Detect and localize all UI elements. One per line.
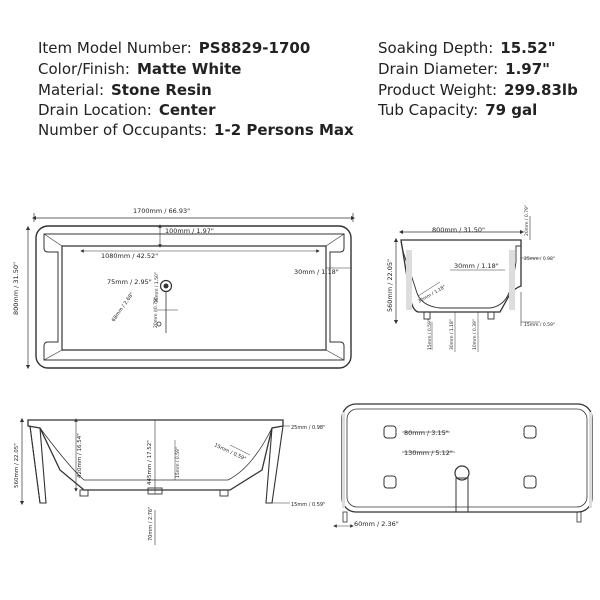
dim-drain-inner: 68mm / 2.68" [111,292,136,324]
top-view [25,213,356,370]
dim-drain-dia: 75mm / 2.95" [107,278,152,286]
dim-overflow-offset: 30mm / 1.18" [294,268,339,276]
end-view-labels: 800mm / 31.50" 20mm / 0.79" 560mm / 22.0… [386,205,555,350]
bottom-drain-pipe [455,477,469,513]
spec-weight: Product Weight:299.83lb [378,81,578,99]
bottom-outer-outline [341,403,593,513]
spec-occupants: Number of Occupants:1-2 Persons Max [38,121,354,139]
dim-end-base: 15mm / 0.59" [524,322,555,328]
dim-end-width: 800mm / 31.50" [432,226,485,234]
dim-overall-width: 800mm / 31.50" [12,262,20,315]
spec-color: Color/Finish:Matte White [38,60,242,78]
dim-end-wall-offset: 30mm / 1.18" [454,262,499,270]
bottom-foot-br [523,475,537,489]
dim-end-height: 560mm / 22.05" [386,259,394,312]
side-foot-right [219,489,229,497]
spec-capacity: Tub Capacity:79 gal [378,101,538,119]
dim-side-leg: 70mm / 2.76" [148,507,154,541]
bottom-view-labels: 80mm / 3.15" 130mm / 5.12" 60mm / 2.36" [354,429,453,528]
dim-side-base: 15mm / 0.59" [291,502,325,508]
bottom-foot-tl [383,425,397,439]
tub-outer-outline [35,225,352,369]
dim-bottom-edge-offset: 60mm / 2.36" [354,520,399,528]
dim-bottom-drain-ring: 130mm / 5.12" [404,449,453,457]
dim-side-depth-drain: 445mm / 17.52" [147,440,153,485]
side-view-labels: 560mm / 22.05" 420mm / 16.54" 445mm / 17… [14,425,325,541]
side-section-outer [27,419,284,491]
end-view [393,216,540,352]
dim-rim-width: 100mm / 1.97" [165,227,214,235]
bottom-drain-icon [454,465,470,481]
dim-side-height: 560mm / 22.05" [14,443,20,488]
dim-side-slope: 15mm / 0.59" [213,442,247,462]
dim-end-foot-a: 15mm / 0.59" [427,319,433,350]
dim-bottom-drain-outer: 80mm / 3.15" [404,429,449,437]
bottom-foot-bl [383,475,397,489]
tub-rim-outline [43,233,345,361]
dim-end-foot-c: 10mm / 0.39" [472,319,478,350]
bottom-foot-tr [523,425,537,439]
dim-side-rim: 25mm / 0.98" [291,425,325,431]
dim-side-inner-depth: 420mm / 16.54" [77,433,83,478]
spec-drain-diameter: Drain Diameter:1.97" [378,60,550,78]
dim-overall-length: 1700mm / 66.93" [133,207,190,215]
side-foot-left [79,489,89,497]
side-view [19,417,290,545]
spec-drain-location: Drain Location:Center [38,101,216,119]
spec-material: Material:Stone Resin [38,81,212,99]
dim-end-foot-b: 30mm / 1.18" [449,319,455,350]
dim-basin-length: 1080mm / 42.52" [101,252,158,260]
tub-basin-outline [61,245,327,351]
dim-overflow-dia: 20mm / 0.79" [153,297,159,328]
end-foot-left [423,311,431,320]
end-foot-right [487,311,495,320]
dim-drain-small: 38mm / 1.50" [154,272,160,303]
dim-end-overhang: 25mm / 0.98" [524,256,555,262]
bottom-view [333,403,593,528]
dim-side-drain-thickness: 15mm / 0.59" [175,447,181,478]
dim-end-rim: 20mm / 0.79" [524,205,530,236]
spec-model: Item Model Number:PS8829-1700 [38,39,311,57]
spec-soaking-depth: Soaking Depth:15.52" [378,39,556,57]
